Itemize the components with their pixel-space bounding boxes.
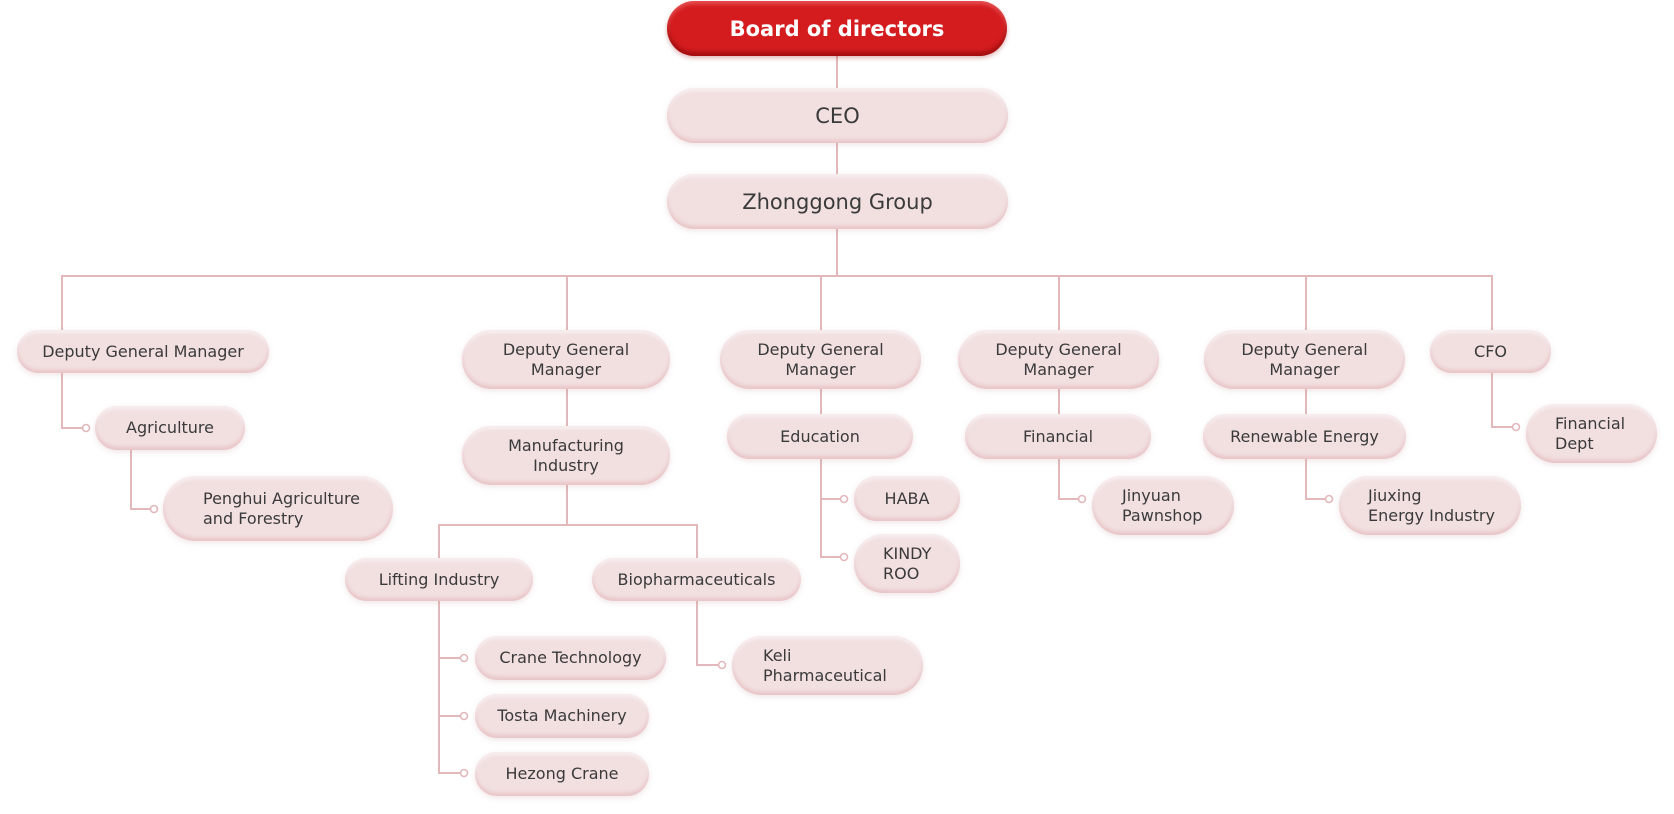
node-deputy-gm-3[interactable]: Deputy General Manager [720, 330, 921, 389]
node-penghui[interactable]: Penghui Agriculture and Forestry [163, 476, 393, 541]
connector-dot [81, 423, 91, 433]
node-education[interactable]: Education [727, 414, 913, 459]
node-label: Jinyuan Pawnshop [1122, 485, 1203, 525]
connector-dot [839, 552, 849, 562]
node-keli-pharmaceutical[interactable]: Keli Pharmaceutical [732, 636, 923, 695]
node-crane-technology[interactable]: Crane Technology [475, 636, 666, 680]
node-label: HABA [884, 488, 930, 508]
node-agriculture[interactable]: Agriculture [95, 406, 245, 450]
node-label: Keli Pharmaceutical [763, 645, 887, 685]
node-kindy-roo[interactable]: KINDY ROO [854, 534, 960, 593]
connector-fin-jinyuan [1058, 459, 1078, 500]
connector-bio-keli [696, 601, 718, 666]
node-zhonggong-group[interactable]: Zhonggong Group [667, 174, 1008, 229]
node-label: CEO [815, 103, 860, 128]
connector-cfo-findept [1491, 373, 1512, 428]
connector-lifting-children [438, 601, 460, 774]
node-label: Agriculture [126, 418, 214, 437]
node-financial-dept[interactable]: Financial Dept [1526, 404, 1657, 463]
node-label: Biopharmaceuticals [617, 569, 776, 589]
node-label: Board of directors [729, 16, 945, 41]
connector-dot [1324, 494, 1334, 504]
node-board-of-directors[interactable]: Board of directors [667, 1, 1007, 56]
node-label: Hezong Crane [505, 764, 619, 783]
connector-main-bus [61, 275, 1493, 330]
connector-agri-penghui [130, 450, 150, 510]
node-tosta-machinery[interactable]: Tosta Machinery [475, 694, 649, 738]
connector-dot [839, 494, 849, 504]
node-label: CFO [1474, 341, 1507, 361]
node-cfo[interactable]: CFO [1430, 330, 1551, 373]
node-label: Education [780, 426, 860, 446]
node-label: Deputy General Manager [757, 339, 884, 379]
node-biopharmaceuticals[interactable]: Biopharmaceuticals [592, 558, 801, 601]
connector-dot [149, 504, 159, 514]
connector-edu-children [820, 459, 840, 558]
node-label: Crane Technology [499, 648, 642, 667]
node-label: Deputy General Manager [502, 339, 630, 379]
connector-manu-bus [438, 485, 698, 558]
node-label: Lifting Industry [378, 569, 500, 589]
node-label: Jiuxing Energy Industry [1368, 485, 1495, 525]
node-deputy-gm-4[interactable]: Deputy General Manager [958, 330, 1159, 389]
node-jinyuan-pawnshop[interactable]: Jinyuan Pawnshop [1092, 476, 1234, 535]
connector-dot [717, 660, 727, 670]
node-ceo[interactable]: CEO [667, 88, 1008, 143]
connector-renew-jiuxing [1305, 459, 1325, 500]
node-deputy-gm-5[interactable]: Deputy General Manager [1204, 330, 1405, 389]
connector-dot [459, 768, 469, 778]
node-label: Financial [1022, 426, 1094, 446]
connector-dot [1511, 422, 1521, 432]
connector-dot [459, 711, 469, 721]
node-label: Manufacturing Industry [508, 435, 624, 475]
node-label: Renewable Energy [1230, 426, 1379, 446]
node-lifting-industry[interactable]: Lifting Industry [345, 558, 533, 601]
node-deputy-gm-1[interactable]: Deputy General Manager [17, 330, 269, 373]
node-financial[interactable]: Financial [965, 414, 1151, 459]
node-label: Deputy General Manager [42, 341, 244, 361]
node-label: Penghui Agriculture and Forestry [203, 488, 361, 528]
node-label: Financial Dept [1555, 413, 1626, 453]
node-label: Deputy General Manager [995, 339, 1122, 379]
node-deputy-gm-2[interactable]: Deputy General Manager [462, 330, 670, 389]
connector-dot [459, 653, 469, 663]
node-label: Tosta Machinery [497, 706, 627, 725]
node-manufacturing[interactable]: Manufacturing Industry [462, 426, 670, 485]
connector-dgm1-agri [61, 373, 82, 429]
node-label: Deputy General Manager [1241, 339, 1368, 379]
node-jiuxing-energy[interactable]: Jiuxing Energy Industry [1339, 476, 1521, 535]
node-hezong-crane[interactable]: Hezong Crane [475, 752, 649, 796]
node-label: Zhonggong Group [742, 189, 933, 214]
node-haba[interactable]: HABA [854, 476, 960, 521]
node-label: KINDY ROO [883, 543, 932, 583]
connector-dot [1077, 494, 1087, 504]
node-renewable-energy[interactable]: Renewable Energy [1203, 414, 1406, 459]
